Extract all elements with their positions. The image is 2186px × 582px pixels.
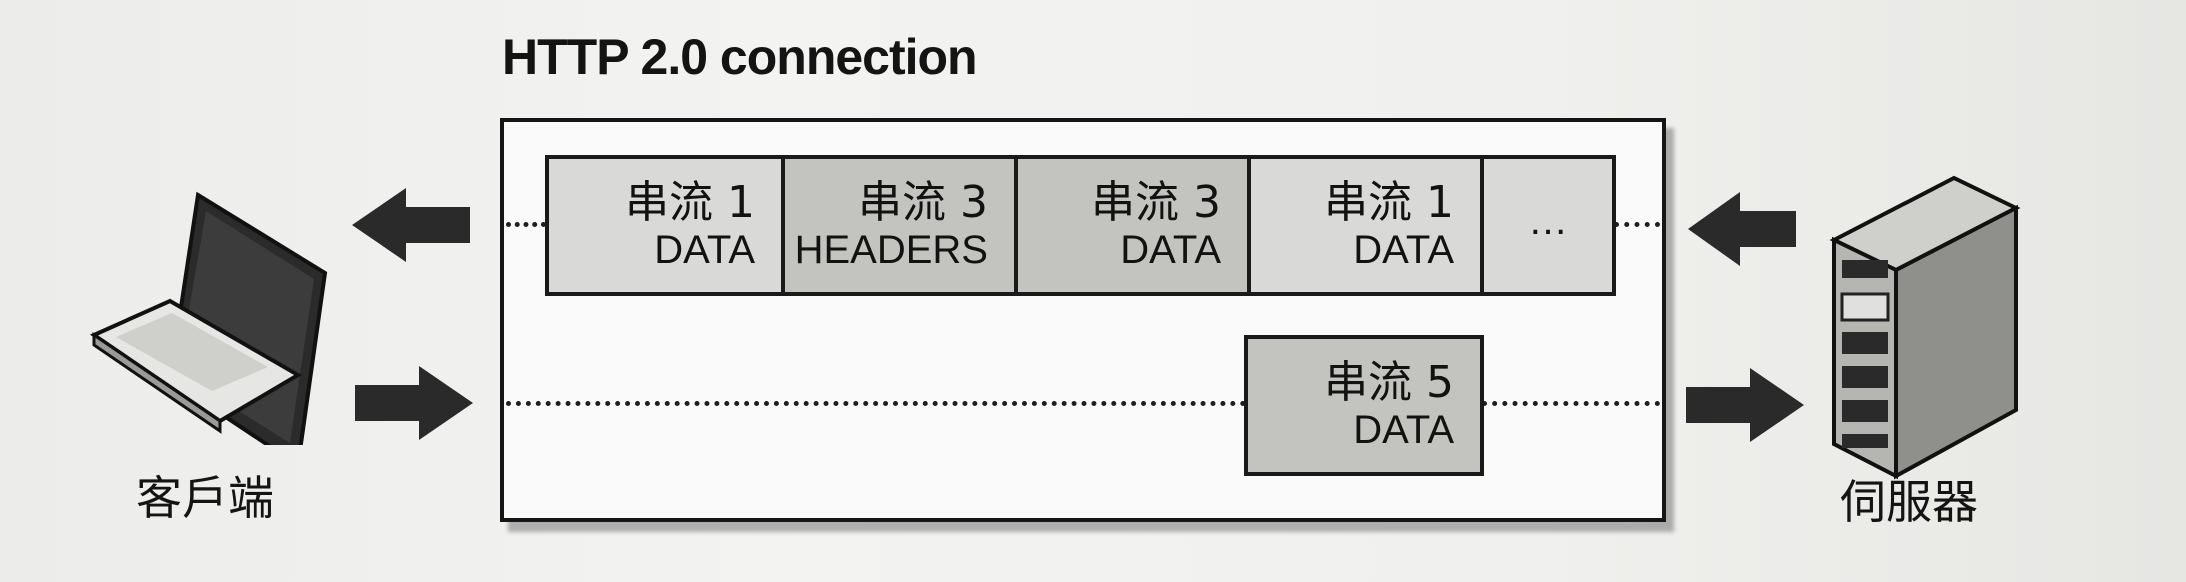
frame-stream1-data: 串流 1 DATA [545, 155, 785, 296]
frame-stream-label: 串流 1 [1324, 177, 1454, 229]
frame-ellipsis: … [1480, 155, 1616, 296]
frame-type-label: DATA [654, 227, 755, 272]
arrow-right-icon [355, 366, 473, 440]
stream-line [1614, 222, 1660, 227]
frame-stream-label: 串流 1 [625, 177, 755, 229]
arrow-right-icon [1686, 368, 1804, 442]
arrow-left-icon [352, 188, 470, 262]
frame-stream1-data: 串流 1 DATA [1247, 155, 1484, 296]
frame-stream-label: 串流 3 [1091, 177, 1221, 229]
stream-line [506, 401, 1246, 406]
frame-type-label: DATA [1120, 227, 1221, 272]
frame-stream-label: 串流 3 [858, 177, 988, 229]
diagram-title: HTTP 2.0 connection [502, 29, 978, 85]
server-icon [1829, 175, 2021, 480]
frame-type-label: DATA [1353, 227, 1454, 272]
client-label: 客戶端 [136, 471, 274, 525]
frame-stream3-data: 串流 3 DATA [1014, 155, 1251, 296]
frame-stream-label: 串流 5 [1324, 357, 1454, 409]
frame-type-label: HEADERS [794, 227, 988, 272]
stream-line [1482, 401, 1660, 406]
stream-line [506, 222, 546, 227]
frame-stream3-headers: 串流 3 HEADERS [781, 155, 1018, 296]
server-label: 伺服器 [1840, 475, 1978, 529]
arrow-left-icon [1688, 192, 1796, 266]
laptop-icon [89, 191, 328, 445]
frame-stream5-data: 串流 5 DATA [1244, 335, 1484, 476]
frame-type-label: DATA [1353, 407, 1454, 452]
